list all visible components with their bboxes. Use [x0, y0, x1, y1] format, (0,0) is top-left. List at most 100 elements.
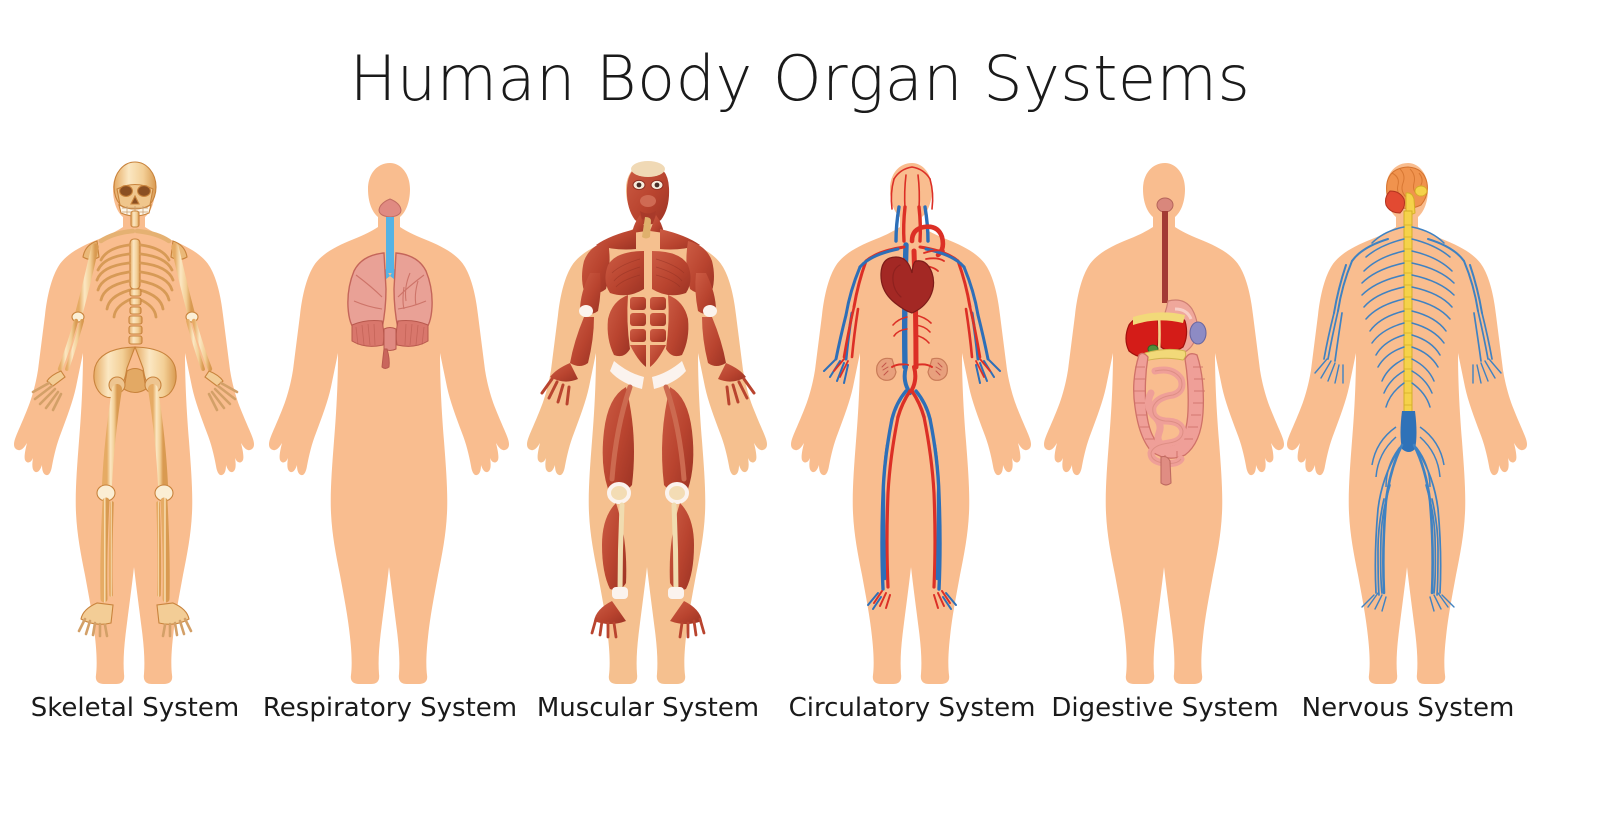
brain: [1385, 166, 1428, 215]
muscles: [540, 161, 756, 639]
spleen: [1189, 321, 1207, 345]
skin-silhouette: [527, 163, 767, 684]
blood-vessels: [823, 166, 1001, 610]
sternum: [129, 238, 141, 290]
hand-vessels-right: [975, 358, 1001, 384]
sartorius-right: [663, 384, 687, 482]
hand-bones-left: [31, 370, 66, 412]
forearm-left: [570, 317, 594, 366]
ankle-left: [612, 587, 628, 599]
system-label-respiratory: Respiratory System: [262, 693, 518, 723]
respiratory-figure: [260, 155, 520, 690]
digestive-figure: [1035, 155, 1295, 690]
leg-bones-right: [148, 384, 193, 638]
arm-nerves: [1323, 310, 1493, 362]
system-panel-respiratory[interactable]: Respiratory System: [260, 155, 520, 755]
carotid-arteries: [901, 205, 923, 243]
arm-arteries-left: [842, 305, 860, 359]
muscular-figure: [518, 155, 778, 690]
aorta-arch: [909, 224, 946, 258]
body-silhouette: [269, 163, 509, 684]
system-panel-circulatory[interactable]: Circulatory System: [782, 155, 1042, 755]
skull: [113, 161, 157, 217]
nervous-figure: [1278, 155, 1538, 690]
page-title: Human Body Organ Systems: [349, 42, 1251, 115]
skeletal-figure: [5, 155, 265, 690]
trachea: [386, 217, 394, 273]
foot-nerves: [1361, 592, 1455, 612]
heart-highlight: [892, 264, 902, 298]
ribcage: [95, 243, 175, 319]
spinal-nerves: [1361, 226, 1455, 408]
patella-left: [607, 482, 631, 504]
facial-muscles: [626, 161, 670, 225]
hand-muscles-right: [718, 363, 756, 406]
foot-muscles-right: [670, 601, 706, 639]
nervous-system: [1314, 166, 1502, 612]
forearm-right: [702, 317, 726, 366]
biceps-left: [580, 273, 601, 314]
skeleton-bones: [31, 161, 239, 638]
pelvic-nerve-arcs: [1371, 426, 1445, 488]
clavicle-left: [98, 228, 136, 244]
pancreas: [1144, 348, 1187, 362]
tibialis-left: [617, 502, 625, 596]
hand-muscles-left: [540, 363, 578, 406]
skin-silhouette: [269, 163, 509, 684]
skin-silhouette: [14, 163, 254, 684]
kidneys: [876, 357, 948, 381]
foot-bones-left: [77, 602, 114, 638]
system-panel-muscular[interactable]: Muscular System: [518, 155, 778, 755]
oblique-right: [666, 295, 689, 357]
arm-bones-right: [171, 243, 239, 412]
system-label-circulatory: Circulatory System: [788, 693, 1036, 723]
neck-muscles: [632, 215, 664, 239]
patella-right: [665, 482, 689, 504]
body-silhouette: [527, 163, 767, 684]
liver-top-fat: [1133, 312, 1185, 325]
foot-bones-right: [156, 602, 193, 638]
body-silhouette: [14, 163, 254, 684]
left-lung: [393, 252, 433, 334]
spinal-cord: [1403, 210, 1413, 420]
esophagus: [1162, 211, 1168, 303]
diaphragm-striations: [355, 323, 425, 346]
ankle-right: [668, 587, 684, 599]
system-panel-nervous[interactable]: Nervous System: [1278, 155, 1538, 755]
cervical-spine: [130, 210, 140, 228]
leg-veins: [880, 417, 942, 591]
system-panel-digestive[interactable]: Digestive System: [1035, 155, 1295, 755]
leg-bones-left: [77, 384, 122, 638]
cerebellum: [1385, 190, 1405, 214]
hand-bones-right: [204, 370, 239, 412]
system-panel-skeletal[interactable]: Skeletal System: [5, 155, 265, 755]
rectus-abdominis: [630, 297, 666, 367]
digestive-organs: [1125, 197, 1207, 486]
foot-muscles-left: [590, 601, 626, 639]
inguinal-left: [610, 361, 644, 389]
thoracic-lumbar-spine: [128, 288, 143, 345]
sartorius-left: [609, 384, 633, 482]
cauda-equina: [1400, 411, 1417, 452]
hand-nerves: [1314, 358, 1502, 384]
circulatory-figure: [782, 155, 1042, 690]
leg-arteries: [885, 415, 937, 589]
inguinal-right: [652, 361, 686, 389]
mouth: [1156, 197, 1174, 213]
rectum: [1160, 455, 1172, 486]
diaphragm: [351, 320, 429, 369]
small-intestine-lines: [1150, 369, 1184, 464]
system-label-skeletal: Skeletal System: [30, 693, 240, 723]
lung-lobe-lines: [353, 272, 427, 310]
organ-systems-row: Skeletal System: [0, 155, 1600, 755]
pec-striations: [611, 258, 685, 288]
stomach-shine: [1174, 307, 1193, 320]
hand-vessels-left: [823, 358, 849, 384]
tibialis-right: [671, 502, 679, 596]
respiratory-organs: [347, 198, 433, 369]
foot-vessels: [867, 590, 957, 610]
oblique-left: [607, 295, 630, 357]
colon-haustra: [1134, 366, 1205, 464]
iliac-vessels: [890, 365, 932, 421]
